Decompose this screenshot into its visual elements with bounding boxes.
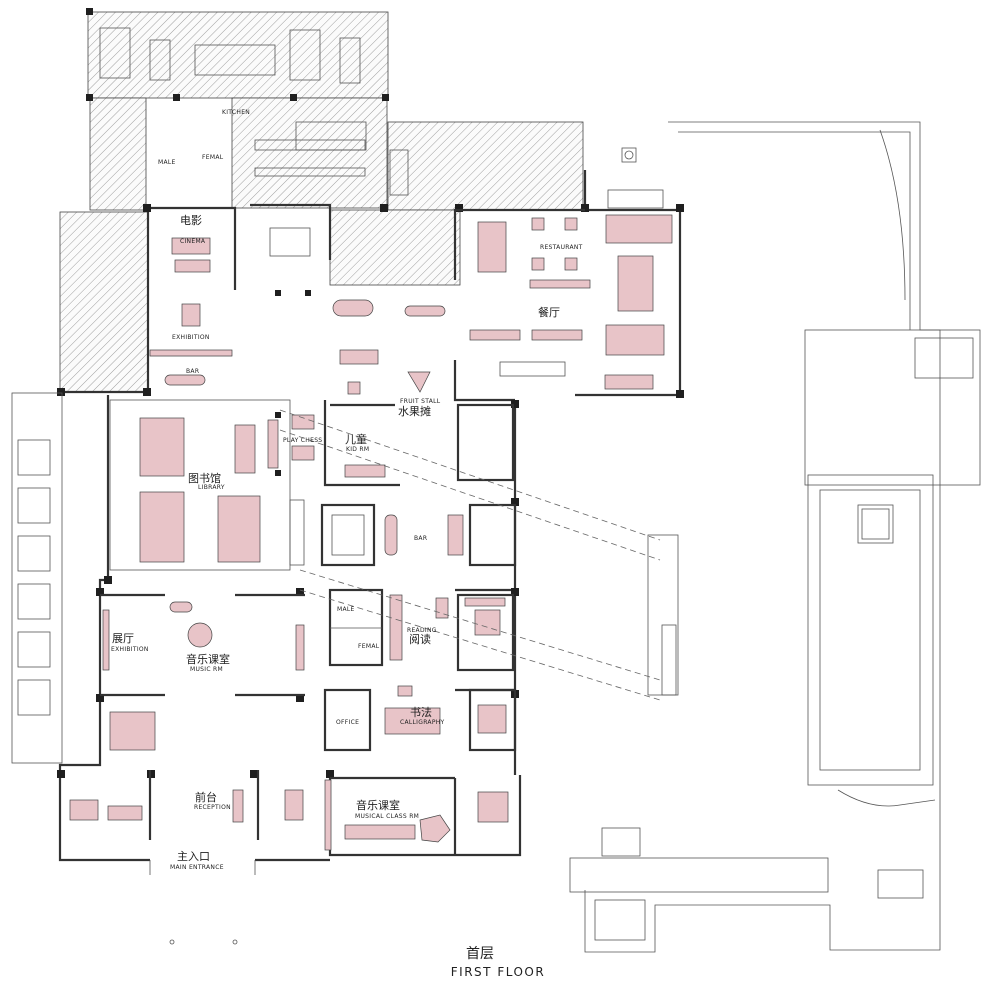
floor-title: 首层 FIRST FLOOR [451, 946, 545, 979]
label-restaurant-en: RESTAURANT [540, 244, 583, 251]
label-fruit-en: FRUIT STALL [400, 398, 441, 405]
hatched-service-areas [59, 11, 584, 393]
room-labels: KITCHEN MALE FEMAL 电影 CINEMA EXHIBITION … [111, 109, 583, 871]
label-fruit-cn: 水果摊 [398, 404, 431, 418]
kitchen-fixtures [99, 27, 409, 196]
label-reception-cn: 前台 [195, 790, 217, 804]
left-arcade [11, 392, 63, 764]
label-exhibit-en: EXHIBITION [111, 646, 149, 653]
label-calligraphy-cn: 书法 [410, 705, 432, 719]
label-male-top: MALE [158, 159, 176, 166]
label-musical-cn: 音乐课室 [356, 798, 400, 812]
exterior-landscape [569, 121, 981, 953]
label-bar-mid: BAR [414, 535, 427, 542]
label-library-cn: 图书馆 [188, 471, 221, 485]
label-exhibition-top: EXHIBITION [172, 334, 210, 341]
label-calligraphy-en: CALLIGRAPHY [400, 719, 445, 726]
label-kid-cn: 儿童 [345, 432, 367, 446]
label-reading-en: READING [407, 627, 437, 634]
structural-pillars [57, 8, 684, 778]
label-entrance-cn: 主入口 [177, 850, 210, 863]
label-office: OFFICE [336, 719, 359, 726]
interior-walls [100, 208, 585, 855]
label-cinema-en: CINEMA [180, 238, 206, 245]
label-cinema-cn: 电影 [180, 214, 202, 227]
label-kitchen: KITCHEN [222, 109, 250, 116]
furniture [69, 214, 673, 851]
floor-title-cn: 首层 [466, 946, 494, 962]
label-music-en: MUSIC RM [190, 666, 223, 673]
label-femal-mid: FEMAL [358, 643, 380, 650]
label-male-mid: MALE [337, 606, 355, 613]
label-kid-en: KID RM [346, 446, 369, 453]
entrance-markers [149, 860, 256, 945]
label-entrance-en: MAIN ENTRANCE [170, 864, 224, 871]
floor-title-en: FIRST FLOOR [451, 965, 545, 979]
label-musical-en: MUSICAL CLASS RM [355, 813, 419, 820]
label-music-cn: 音乐课室 [186, 652, 230, 666]
label-reading-cn: 阅读 [409, 632, 431, 646]
label-femal-top: FEMAL [202, 154, 224, 161]
label-exhibit-cn: 展厅 [112, 632, 134, 645]
label-restaurant-cn: 餐厅 [538, 305, 560, 319]
label-library-en: LIBRARY [198, 484, 225, 491]
label-reception-en: RECEPTION [194, 804, 231, 811]
ramp-dashed-lines [279, 409, 661, 701]
stairs [269, 189, 677, 696]
label-bar-top: BAR [186, 368, 199, 375]
label-play-chess: PLAY CHESS [283, 437, 322, 444]
